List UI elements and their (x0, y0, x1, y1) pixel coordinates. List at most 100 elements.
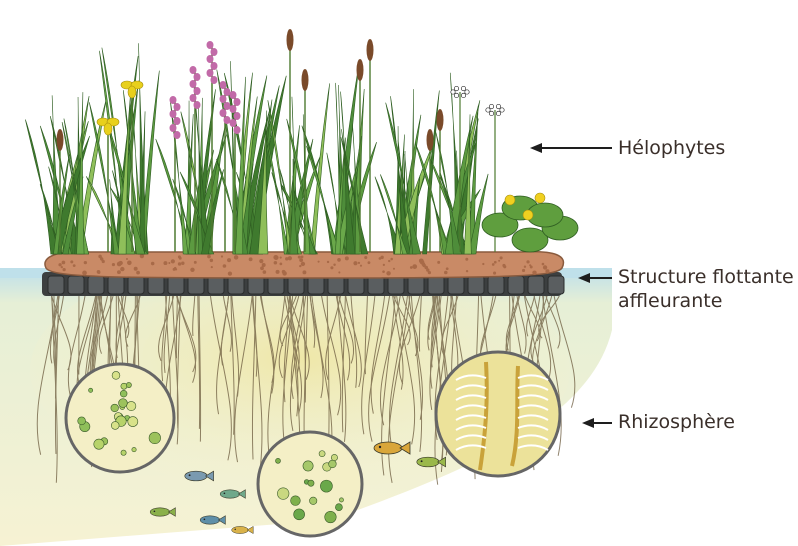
mat-grain (211, 266, 213, 268)
yellow-iris-petal (128, 86, 136, 98)
float-block (468, 276, 484, 294)
mat-grain (178, 262, 181, 265)
mat-grain (127, 261, 132, 266)
microorganism (128, 417, 138, 427)
float-block (388, 276, 404, 294)
mat-grain (260, 266, 264, 270)
mat-grain (494, 261, 497, 264)
cattail-head (357, 59, 364, 81)
microorganism (294, 509, 305, 520)
mat-grain (379, 257, 382, 260)
purple-flower (194, 73, 201, 81)
float-block (488, 276, 504, 294)
mat-grain (221, 255, 223, 257)
purple-flower (190, 94, 197, 102)
microorganism (275, 458, 280, 463)
umbel-flower (486, 108, 490, 112)
purple-flower (220, 95, 227, 103)
mat-grain (493, 272, 496, 275)
float-block (48, 276, 64, 294)
umbel-flower (489, 104, 493, 108)
purple-flower (220, 109, 227, 117)
mat-grain (285, 257, 288, 260)
mat-grain (73, 264, 76, 267)
mat-grain (437, 261, 440, 264)
mat-grain (136, 271, 140, 275)
float-block (428, 276, 444, 294)
mat-grain (465, 258, 468, 261)
mat-grain (171, 259, 175, 263)
float-block (508, 276, 524, 294)
float-block (408, 276, 424, 294)
mat-grain (386, 271, 390, 275)
fish-body (150, 508, 170, 516)
purple-flower (211, 62, 218, 70)
umbel-flower (496, 111, 500, 115)
mat-grain (544, 267, 546, 269)
purple-flower (170, 110, 177, 118)
umbel-flower (496, 104, 500, 108)
mat-grain (526, 260, 529, 263)
mat-grain (360, 265, 362, 267)
mat-grain (259, 259, 263, 263)
mat-grain (102, 260, 105, 263)
float-block (548, 276, 564, 294)
mat-grain (382, 270, 385, 273)
float-block (68, 276, 84, 294)
mat-grain (299, 258, 303, 262)
marigold-flower (535, 193, 545, 203)
mat-grain (318, 261, 320, 263)
mat-grain (412, 264, 417, 269)
cattail-head (302, 69, 309, 91)
microorganism (325, 511, 337, 523)
float-block (168, 276, 184, 294)
fish-body (185, 471, 207, 481)
microorganism (309, 497, 316, 504)
umbel-flower (465, 90, 469, 94)
mat-grain (273, 255, 278, 260)
mat-grain (522, 269, 525, 272)
fish-body (220, 490, 240, 498)
mat-grain (210, 259, 213, 262)
purple-flower (224, 102, 231, 110)
mat-grain (70, 260, 73, 263)
floating-structure (42, 252, 564, 296)
microorganism (291, 496, 301, 506)
yellow-iris-petal (104, 123, 112, 135)
label-rhizosphere: Rhizosphère (618, 411, 735, 433)
purple-flower (174, 103, 181, 111)
mat-grain (498, 260, 500, 262)
purple-flower (234, 112, 241, 120)
mat-grain (112, 263, 115, 266)
mat-grain (390, 258, 393, 261)
mat-grain (302, 270, 306, 274)
purple-flower (190, 66, 197, 74)
purple-flower (207, 69, 214, 77)
microorganism (303, 461, 313, 471)
microorganism (121, 450, 126, 455)
purple-flower (234, 98, 241, 106)
mat-grain (333, 264, 335, 266)
microorganism (277, 488, 289, 500)
mat-grain (82, 271, 87, 276)
fish (232, 526, 254, 533)
mat-grain (181, 262, 184, 265)
mat-grain (492, 263, 495, 266)
microorganism (112, 371, 120, 379)
mat-grain (63, 268, 66, 271)
mat-grain (368, 261, 371, 264)
microorganism (120, 390, 127, 397)
cattail-head (57, 129, 64, 151)
umbel-flower (454, 93, 458, 97)
mat-grain (207, 255, 211, 259)
mat-grain (301, 256, 304, 259)
fish-body (417, 457, 439, 467)
microorganism (335, 504, 342, 511)
label-structure-line2: affleurante (618, 290, 722, 312)
mat-grain (532, 270, 536, 274)
fish-eye (154, 510, 156, 512)
mat-grain (120, 267, 124, 271)
arrow-rhizosphere (582, 418, 612, 428)
float-block (228, 276, 244, 294)
mat-grain (482, 263, 484, 265)
